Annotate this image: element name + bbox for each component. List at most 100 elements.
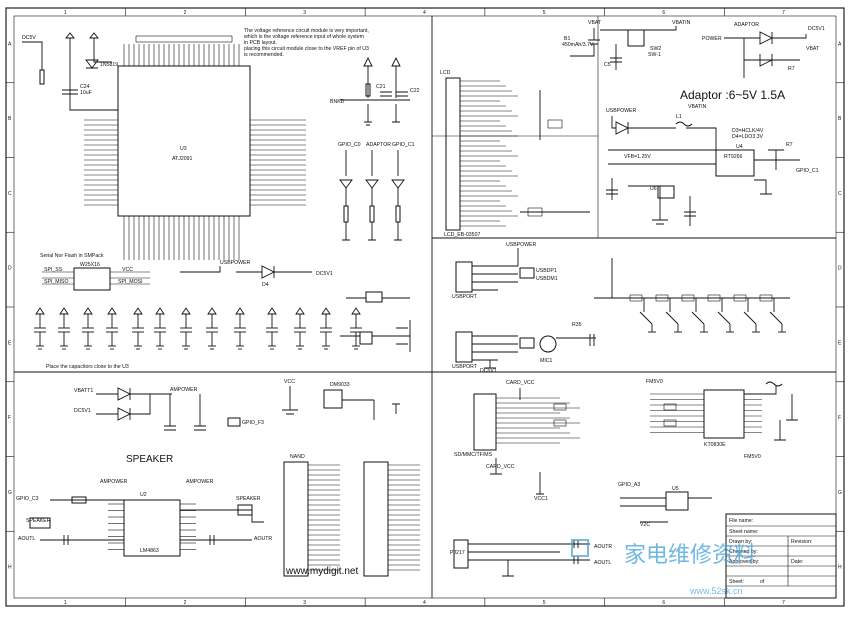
usbpower-net-2: USBPOWER — [606, 108, 637, 114]
cap-supply-arrow — [107, 307, 117, 315]
border-row-label-right: F — [838, 415, 841, 421]
svg-text:C24: C24 — [80, 84, 90, 90]
border-row-label-left: A — [8, 41, 12, 47]
svg-text:GPIO_C1: GPIO_C1 — [392, 142, 415, 148]
border-col-label-top: 1 — [64, 10, 67, 16]
border-row-label-left: D — [8, 266, 12, 272]
place-caps-note: Place the capacitors close to the U3 — [46, 364, 129, 370]
ladder-switch — [665, 311, 679, 325]
u3-chip — [117, 65, 251, 217]
ampower-net-2: AMPOWER — [100, 479, 128, 485]
lcd-resistor — [547, 119, 563, 129]
dc5v1-net-3: DC5V1 — [808, 26, 825, 32]
border-col-label-top: 6 — [662, 10, 665, 16]
ladder-switch — [769, 311, 783, 325]
u3-soc-block: U3 ATJ2091 — [84, 35, 306, 260]
aoutl-net: AOUTL — [18, 536, 35, 542]
usb-port-top: USBPORT USBPOWER USBDP1 USBDM1 — [452, 242, 558, 300]
adaptor-net: ADAPTOR — [734, 22, 759, 28]
svg-text:D4: D4 — [262, 282, 269, 288]
border-row-label-right: C — [838, 191, 842, 197]
headphone-block: PJ217 AOUTR AOUTL — [450, 539, 612, 577]
dc5v-input-block: DC5V C24 10uF 1N5819 — [22, 32, 118, 111]
border-row-label-left: B — [8, 116, 12, 122]
svg-text:R7: R7 — [786, 142, 793, 148]
border-col-label-bottom: 1 — [64, 600, 67, 606]
tb-date: Date: — [791, 559, 803, 565]
svg-text:FM5V0: FM5V0 — [744, 454, 761, 460]
lcd-label: LCD — [440, 70, 451, 76]
ampower-net-3: AMPOWER — [186, 479, 214, 485]
tb-revision: Revision: — [791, 539, 812, 545]
vbat-net-1: VBAT — [588, 20, 602, 26]
tb-of: of — [760, 579, 765, 585]
border-col-label-bottom: 5 — [543, 600, 546, 606]
svg-text:10uF: 10uF — [80, 90, 92, 96]
svg-text:D3=HCLK/4V: D3=HCLK/4V — [732, 128, 764, 134]
usbpower-net-1: USBPOWER — [220, 260, 251, 266]
cap-supply-arrow — [235, 307, 245, 315]
ladder-switch — [743, 311, 757, 325]
ladder-resistor — [655, 294, 669, 302]
svg-text:GPIO_A3: GPIO_A3 — [618, 482, 640, 488]
sd-card-block: CARD_VCC SD/MMC/TF/MS CARD_VCC VCC1 — [454, 380, 580, 502]
svg-text:R35: R35 — [572, 322, 582, 328]
sd-card-label: SD/MMC/TF/MS — [454, 452, 493, 458]
watermark-text: 家电维修资料 — [624, 543, 756, 568]
adaptor-led-label: ADAPTOR — [366, 142, 391, 148]
border-col-label-top: 4 — [423, 10, 426, 16]
fm-radio-block: FM5V0 KT0830E FM5V0 — [646, 379, 798, 460]
boost-converter: USBPOWER VBATIN L1 D3=HCLK/4V D4=LDO3.3V… — [606, 104, 819, 226]
speaker-title: SPEAKER — [126, 454, 173, 465]
border-row-label-right: H — [838, 565, 842, 571]
vref-note-1: The voltage reference circuit module is … — [244, 28, 369, 34]
lcd-resistor — [527, 207, 543, 217]
border-col-label-top: 2 — [184, 10, 187, 16]
u2-amplifier: U2 LM4863 AMPOWER AMPOWER GPIO_C3 AOUTL … — [16, 479, 272, 557]
svg-text:VFB=1.25V: VFB=1.25V — [624, 154, 651, 160]
cap-supply-arrow — [35, 307, 45, 315]
border-row-label-right: D — [838, 266, 842, 272]
svg-text:VCC1: VCC1 — [534, 496, 548, 502]
aoutr-net: AOUTR — [254, 536, 272, 542]
vref-note-5: is recommended. — [244, 52, 284, 58]
sd-resistor — [553, 403, 567, 411]
border-row-label-left: C — [8, 191, 12, 197]
ladder-switch — [717, 311, 731, 325]
website-label: www.mydigit.net — [285, 566, 358, 577]
power-net: POWER — [702, 36, 722, 42]
border-row-label-right: E — [838, 340, 842, 346]
cap-supply-arrow — [321, 307, 331, 315]
svg-text:U6: U6 — [650, 186, 657, 192]
cap-supply-arrow — [267, 307, 277, 315]
tb-approved: Approved by: — [729, 559, 760, 565]
ladder-switch — [691, 311, 705, 325]
tb-checked: Checked by: — [729, 549, 758, 555]
dm9033-block: VCC DM9033 — [282, 379, 400, 420]
tb-sheet-name: Sheet name: — [729, 529, 758, 535]
border-col-label-bottom: 3 — [303, 600, 306, 606]
frame-inner — [13, 15, 837, 599]
ladder-resistor — [681, 294, 695, 302]
svg-text:DC5V1: DC5V1 — [480, 368, 497, 374]
cap-supply-arrow — [295, 307, 305, 315]
border-col-label-top: 7 — [782, 10, 785, 16]
watermark-logo — [571, 539, 589, 557]
dm9033-label: DM9033 — [330, 382, 350, 388]
voltage-ref-note: The voltage reference circuit module is … — [244, 28, 369, 58]
border-col-label-top: 3 — [303, 10, 306, 16]
usbpower-path: USBPOWER DC5V1 D4 — [180, 260, 333, 288]
fm-resistor — [663, 403, 677, 411]
pj217-label: PJ217 — [450, 550, 465, 556]
serial-flash-block: Serial Nor Flash in SMPack W25X16 SPI_SS… — [40, 253, 150, 291]
dc5v1-net-1: DC5V1 — [316, 271, 333, 277]
svg-text:W25X16: W25X16 — [80, 262, 100, 268]
svg-text:LCD_EB-03507: LCD_EB-03507 — [444, 232, 480, 238]
svg-text:B1: B1 — [564, 36, 570, 42]
ladder-resistor — [733, 294, 747, 302]
u2-part: LM4863 — [140, 548, 159, 554]
usbport-2: USBPORT — [452, 364, 478, 370]
crystal-block — [340, 291, 411, 352]
adaptor-input: ADAPTOR DC5V1 POWER R7 VBAT — [702, 22, 825, 78]
